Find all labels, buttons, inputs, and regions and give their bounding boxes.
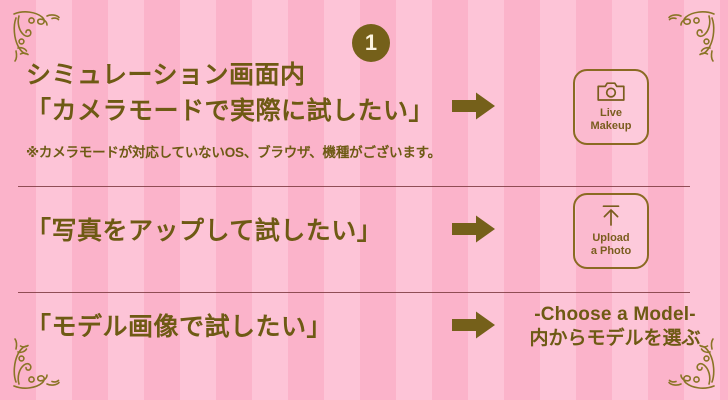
headline-line-1: 「モデル画像で試したい」 <box>26 313 333 341</box>
headline-line-2: 「カメラモードで実際に試したい」 <box>26 96 435 125</box>
row-divider-2 <box>18 292 690 293</box>
option-headline-live-makeup: シミュレーション画面内 「カメラモードで実際に試したい」 <box>26 58 434 129</box>
upload-photo-button[interactable]: Upload a Photo <box>573 193 649 269</box>
option-headline-upload-photo: 「写真をアップして試したい」 <box>26 214 382 250</box>
step-number-badge: 1 <box>352 24 390 62</box>
upload-photo-button-label: Upload a Photo <box>590 231 632 257</box>
choose-model-label-en: -Choose a Model- <box>534 304 696 325</box>
choose-model-label-jp: 内からモデルを選ぶ <box>529 328 701 350</box>
option-headline-choose-model: 「モデル画像で試したい」 <box>26 310 332 346</box>
headline-line-1: 「写真をアップして試したい」 <box>26 217 383 245</box>
row-divider-1 <box>18 186 690 187</box>
live-makeup-button-label: Live Makeup <box>590 106 632 132</box>
camera-mode-note: ※カメラモードが対応していないOS、ブラウザ、機種がございます。 <box>26 145 441 160</box>
live-makeup-button[interactable]: Live Makeup <box>573 69 649 145</box>
option-row-choose-model: 「モデル画像で試したい」 -Choose a Model- 内からモデルを選ぶ <box>0 300 728 390</box>
right-arrow-icon <box>452 215 495 243</box>
headline-line-1: シミュレーション画面内 <box>26 61 306 89</box>
choose-model-instruction: -Choose a Model- 内からモデルを選ぶ <box>508 303 722 352</box>
option-row-upload-photo: 「写真をアップして試したい」 Upload a Photo <box>0 192 728 292</box>
step-number-label: 1 <box>364 30 378 55</box>
right-arrow-icon <box>452 311 495 339</box>
camera-icon <box>597 81 625 101</box>
option-row-live-makeup: シミュレーション画面内 「カメラモードで実際に試したい」 ※カメラモードが対応し… <box>0 58 728 178</box>
right-arrow-icon <box>452 92 495 120</box>
upload-arrow-icon <box>602 204 620 226</box>
